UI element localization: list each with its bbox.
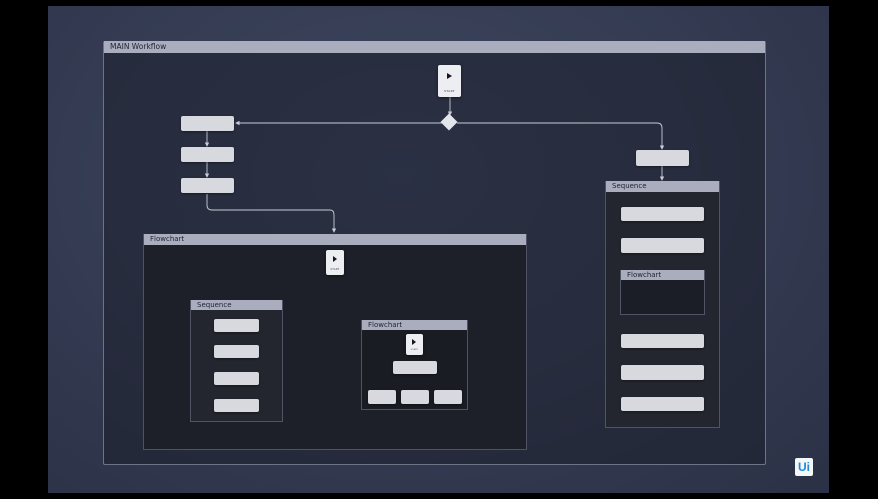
flowchart-nested-right-header: Flowchart xyxy=(621,270,704,280)
inner-flowchart-start-node[interactable]: START xyxy=(406,334,423,355)
uipath-logo: Ui xyxy=(795,458,813,476)
flowchart-inner-header: Flowchart xyxy=(362,320,467,330)
activity-left-3[interactable] xyxy=(181,178,234,193)
seq-left-activity-4[interactable] xyxy=(214,399,259,412)
activity-left-1[interactable] xyxy=(181,116,234,131)
seq-right-activity-5[interactable] xyxy=(621,397,704,411)
seq-right-activity-2[interactable] xyxy=(621,238,704,253)
main-start-node[interactable]: START xyxy=(438,65,461,97)
inner-flowchart-branch-1[interactable] xyxy=(368,390,396,404)
flowchart-nested-right-panel[interactable]: Flowchart xyxy=(620,270,705,315)
start-label: START xyxy=(444,89,455,93)
activity-left-2[interactable] xyxy=(181,147,234,162)
sequence-right-header: Sequence xyxy=(606,181,719,192)
seq-right-activity-1[interactable] xyxy=(621,207,704,221)
start-label: START xyxy=(410,349,419,351)
seq-left-activity-3[interactable] xyxy=(214,372,259,385)
flowchart-outer-header: Flowchart xyxy=(144,234,526,245)
inner-flowchart-branch-2[interactable] xyxy=(401,390,429,404)
seq-left-activity-2[interactable] xyxy=(214,345,259,358)
seq-right-activity-3[interactable] xyxy=(621,334,704,348)
main-workflow-header: MAIN Workflow xyxy=(104,41,765,53)
start-label: START xyxy=(330,268,340,271)
seq-left-activity-1[interactable] xyxy=(214,319,259,332)
inner-flowchart-branch-3[interactable] xyxy=(434,390,462,404)
play-icon xyxy=(412,339,416,345)
inner-flowchart-activity-top[interactable] xyxy=(393,361,437,374)
seq-right-activity-4[interactable] xyxy=(621,365,704,380)
sequence-left-header: Sequence xyxy=(191,300,282,310)
play-icon xyxy=(333,256,337,262)
activity-right-top[interactable] xyxy=(636,150,689,166)
flowchart-start-node[interactable]: START xyxy=(326,250,344,275)
play-icon xyxy=(447,73,452,79)
